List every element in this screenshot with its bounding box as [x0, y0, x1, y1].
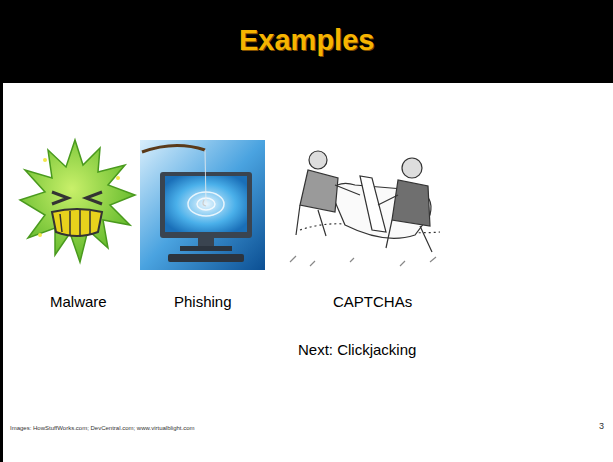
- next-note: Next: Clickjacking: [298, 341, 416, 358]
- malware-icon: [20, 140, 135, 262]
- caption: Malware: [50, 293, 107, 310]
- cartoon-image: [290, 151, 440, 266]
- phishing-image: [140, 140, 265, 270]
- slide-title: Examples: [239, 24, 374, 57]
- caption: CAPTCHAs: [333, 293, 412, 310]
- caption: Phishing: [174, 293, 232, 310]
- image-credit: Images: HowStuffWorks.com; DevCentral.co…: [10, 425, 195, 431]
- page-number: 3: [599, 421, 604, 431]
